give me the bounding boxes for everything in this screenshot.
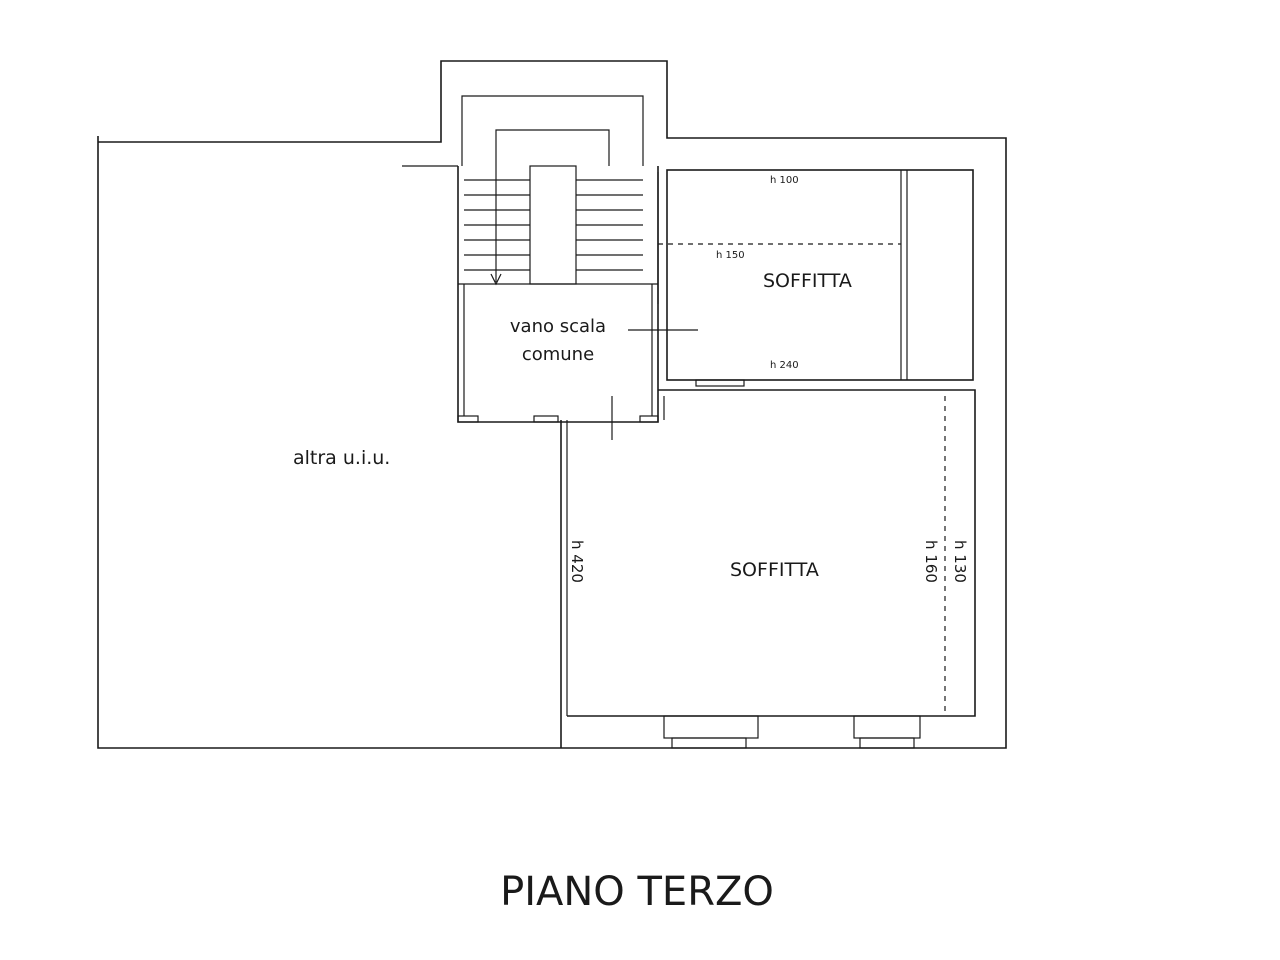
stairwell-label-line2: comune — [522, 344, 594, 365]
lower-attic-wall — [567, 389, 976, 717]
outer-wall — [97, 60, 1007, 749]
stair-core — [529, 165, 577, 285]
height-label-h100: h 100 — [770, 175, 799, 186]
stair-door-bottom — [533, 415, 559, 423]
lower-attic-label: SOFFITTA — [730, 559, 819, 581]
stair-treads-right — [576, 179, 643, 271]
stairwell-label-line1: vano scala — [510, 316, 606, 337]
window-left — [663, 715, 759, 739]
window-left-sill — [671, 737, 747, 749]
upper-attic-wall — [666, 169, 974, 381]
window-right — [853, 715, 921, 739]
stairwell-wall — [457, 166, 659, 423]
stair-outline-inner — [495, 129, 610, 166]
other-unit-label: altra u.i.u. — [293, 447, 390, 469]
stair-arrow-icon — [490, 273, 502, 286]
stair-door-left — [457, 415, 479, 423]
stair-outline-outer — [461, 95, 644, 166]
height-label-h420: h 420 — [568, 540, 586, 583]
upper-attic-opening — [695, 379, 745, 387]
height-label-h150: h 150 — [716, 250, 745, 261]
height-label-h240: h 240 — [770, 360, 799, 371]
height-label-h160: h 160 — [922, 540, 940, 583]
height-label-h130: h 130 — [951, 540, 969, 583]
stair-door-right — [639, 415, 659, 423]
stair-treads-left — [464, 179, 530, 271]
plan-title: PIANO TERZO — [500, 869, 774, 915]
upper-attic-label: SOFFITTA — [763, 270, 852, 292]
window-right-sill — [859, 737, 915, 749]
